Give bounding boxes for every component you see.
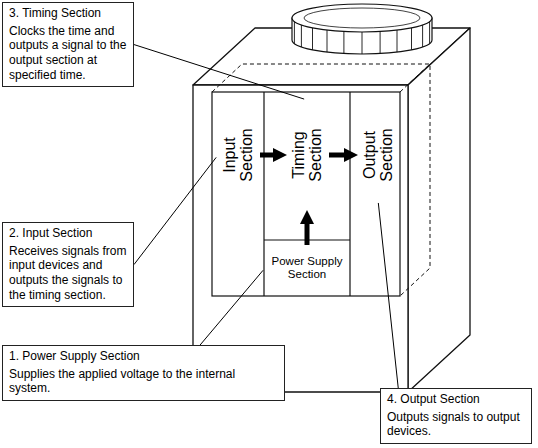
section-label: Input Section	[218, 110, 258, 200]
section-name: Timing Section	[290, 123, 325, 187]
callout-box: 4. Output SectionOutputs signals to outp…	[380, 388, 532, 444]
section-name: Power Supply Section	[265, 255, 349, 281]
callout-heading: 2. Input Section	[9, 226, 127, 241]
callout-heading: 4. Output Section	[387, 392, 525, 407]
section-label: Timing Section	[287, 100, 327, 210]
callout-description: Clocks the time and outputs a signal to …	[9, 24, 127, 83]
section-name: Output Section	[361, 123, 396, 187]
leader-line	[134, 157, 216, 264]
callout-description: Receives signals from input devices and …	[9, 244, 127, 303]
callout-heading: 1. Power Supply Section	[9, 349, 278, 364]
timer-knob	[292, 4, 432, 54]
timer-housing	[193, 28, 470, 392]
callout-description: Supplies the applied voltage to the inte…	[9, 367, 278, 396]
signal-arrow	[329, 153, 344, 158]
internal-block	[212, 92, 400, 296]
callout-box: 1. Power Supply SectionSupplies the appl…	[2, 345, 285, 401]
leader-line	[200, 270, 263, 345]
callout-box: 2. Input SectionReceives signals from in…	[2, 222, 134, 307]
callout-box: 3. Timing SectionClocks the time and out…	[2, 2, 134, 87]
section-label: Output Section	[358, 110, 398, 200]
leader-line	[134, 45, 304, 100]
leader-line	[378, 203, 398, 388]
signal-arrow	[260, 153, 273, 158]
callout-description: Outputs signals to output devices.	[387, 410, 525, 439]
section-name: Input Section	[221, 123, 256, 187]
internal-block-hidden-edges	[212, 64, 430, 296]
signal-arrow	[305, 224, 310, 245]
power-supply-label: Power Supply Section	[265, 247, 349, 289]
callout-heading: 3. Timing Section	[9, 6, 127, 21]
